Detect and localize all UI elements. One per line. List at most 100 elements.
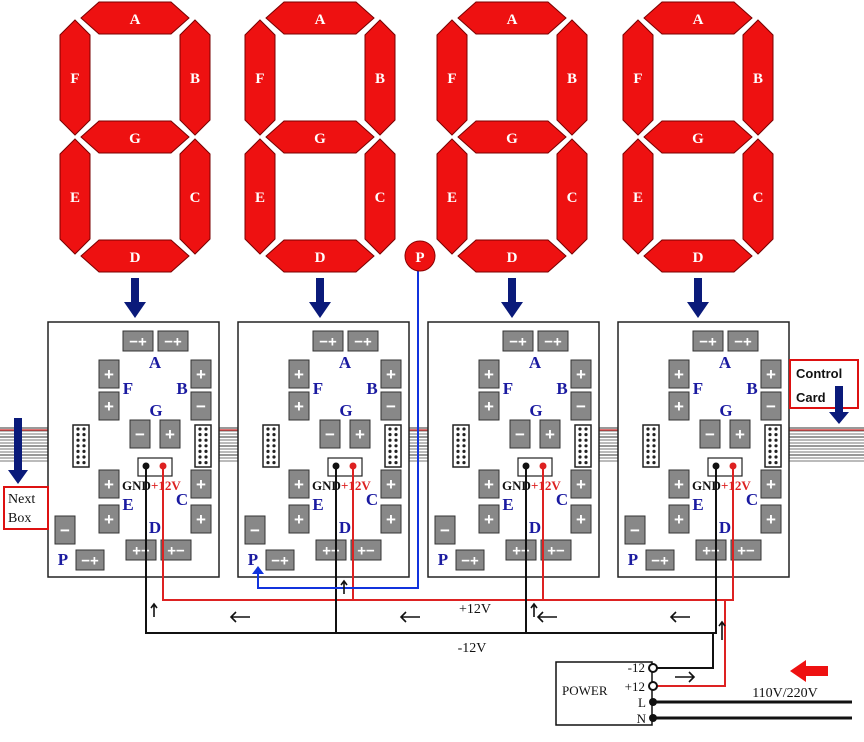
connector-pin	[388, 444, 392, 448]
segment-label-f: F	[447, 71, 456, 87]
led-pad	[125, 539, 157, 561]
connector-pin	[652, 449, 656, 453]
segment-b	[742, 19, 774, 136]
segment-d	[457, 239, 567, 273]
connector-pin	[462, 433, 466, 437]
connector-pin	[76, 461, 80, 465]
led-pad	[668, 504, 690, 534]
board-label-c: C	[556, 490, 568, 509]
segment-e	[436, 138, 468, 255]
connector-pin	[578, 455, 582, 459]
plus12v-label: +12V	[531, 478, 561, 493]
led-pad	[730, 539, 762, 561]
connector-pin	[272, 461, 276, 465]
pad-sign: +	[766, 510, 776, 529]
decimal-point: P	[404, 240, 436, 272]
pad-sign: +	[484, 365, 494, 384]
board-label-d: D	[149, 518, 161, 537]
led-pad	[668, 469, 690, 499]
power-supply-box	[555, 661, 653, 726]
connector-pin	[462, 461, 466, 465]
connector-pin	[82, 438, 86, 442]
led-pad	[434, 515, 456, 545]
led-pad	[347, 330, 379, 352]
ribbon-connector	[574, 424, 592, 468]
pad-sign: +	[386, 510, 396, 529]
segment-e	[59, 138, 91, 255]
pad-sign: +	[294, 397, 304, 416]
plus12v-label: +12V	[151, 478, 181, 493]
board-label-g: G	[529, 401, 542, 420]
connector-pin	[272, 427, 276, 431]
connector-pin	[768, 461, 772, 465]
segment-label-a: A	[507, 12, 518, 28]
connector-pin	[774, 444, 778, 448]
pad-sign: +	[165, 425, 175, 444]
pad-sign: −+	[271, 552, 289, 569]
pad-sign: −	[386, 397, 396, 416]
segment-label-a: A	[315, 12, 326, 28]
led-pad	[505, 539, 537, 561]
pad-sign: −	[515, 425, 525, 444]
board-label-d: D	[719, 518, 731, 537]
board-label-a: A	[339, 353, 352, 372]
connector-pin	[578, 461, 582, 465]
led-pad	[478, 469, 500, 499]
digit-to-board-arrow	[501, 278, 523, 318]
segment-label-g: G	[314, 131, 326, 147]
connector-pin	[646, 433, 650, 437]
control-card-line-2: Card	[796, 390, 826, 405]
pad-sign: +	[545, 425, 555, 444]
pad-sign: −+	[164, 333, 182, 350]
connector-pin	[768, 455, 772, 459]
pad-sign: +	[294, 365, 304, 384]
led-pad	[288, 504, 310, 534]
control-card-arrow	[829, 386, 849, 424]
segment-label-c: C	[567, 190, 578, 206]
connector-pin	[272, 433, 276, 437]
control-card-line-1: Control	[796, 366, 842, 381]
connector-pin	[76, 449, 80, 453]
led-pad	[380, 469, 402, 499]
board-label-a: A	[719, 353, 732, 372]
board-label-c: C	[366, 490, 378, 509]
led-pad	[190, 359, 212, 389]
segment-e	[244, 138, 276, 255]
connector-pin	[76, 433, 80, 437]
connector-pin	[456, 438, 460, 442]
segment-label-d: D	[130, 250, 141, 266]
pad-sign: −	[705, 425, 715, 444]
control-card: Control Card	[789, 359, 859, 409]
connector-pin	[578, 438, 582, 442]
connector-pin	[394, 455, 398, 459]
connector-pin	[76, 427, 80, 431]
gnd-label: GND	[502, 478, 531, 493]
connector-pin	[774, 461, 778, 465]
led-pad	[727, 330, 759, 352]
board-label-p: P	[248, 550, 258, 569]
led-pad	[159, 419, 181, 449]
pad-sign: +	[576, 475, 586, 494]
led-pad	[380, 391, 402, 421]
led-pad	[315, 539, 347, 561]
connector-pin	[82, 427, 86, 431]
flow-arrow-right-power	[675, 671, 696, 683]
minus12v-feed	[655, 465, 717, 669]
pad-sign: +−	[702, 542, 720, 559]
segment-c	[556, 138, 588, 255]
connector-pin	[82, 449, 86, 453]
connector-pin	[388, 449, 392, 453]
connector-pin	[456, 444, 460, 448]
pad-sign: −+	[699, 333, 717, 350]
flow-arrow-left-2	[399, 611, 420, 623]
pad-sign: +	[674, 510, 684, 529]
decimal-point-dot	[404, 240, 436, 272]
connector-pin	[456, 427, 460, 431]
led-pad	[570, 504, 592, 534]
connector-pin	[76, 455, 80, 459]
connector-pin	[652, 433, 656, 437]
led-pad	[129, 419, 151, 449]
segment-d	[643, 239, 753, 273]
ribbon-connector	[384, 424, 402, 468]
